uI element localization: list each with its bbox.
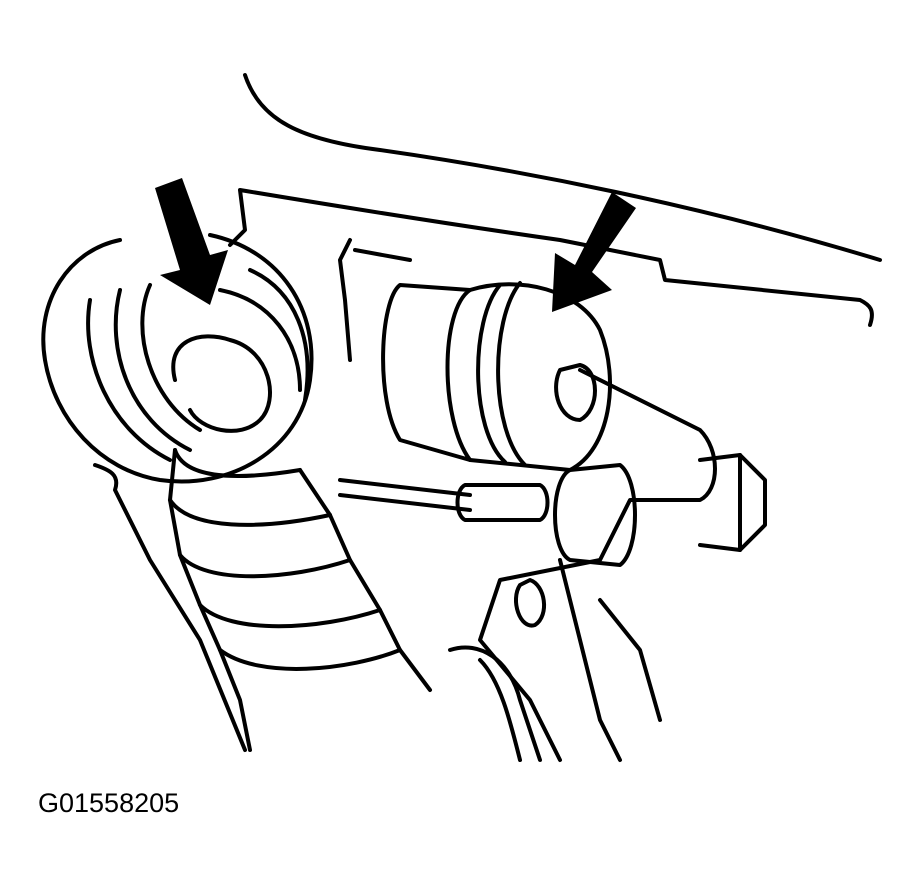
bracket-slot [514,578,547,628]
right-bushing-body [381,283,472,462]
pin [455,483,550,522]
left-boot-outer [41,233,314,484]
left-bellows [168,448,402,671]
figure-id-label: G01558205 [38,788,180,818]
bracket [478,368,717,762]
right-arrow-icon [552,192,636,312]
housing-top-curve [243,73,882,262]
left-boot-inner-ring [171,334,272,433]
right-bushing-hole [554,363,597,422]
housing-panel-outline [228,188,874,327]
left-arrow-icon [155,178,228,305]
nut [553,463,637,567]
connecting-rod [338,478,472,512]
bolt-head [698,453,767,552]
